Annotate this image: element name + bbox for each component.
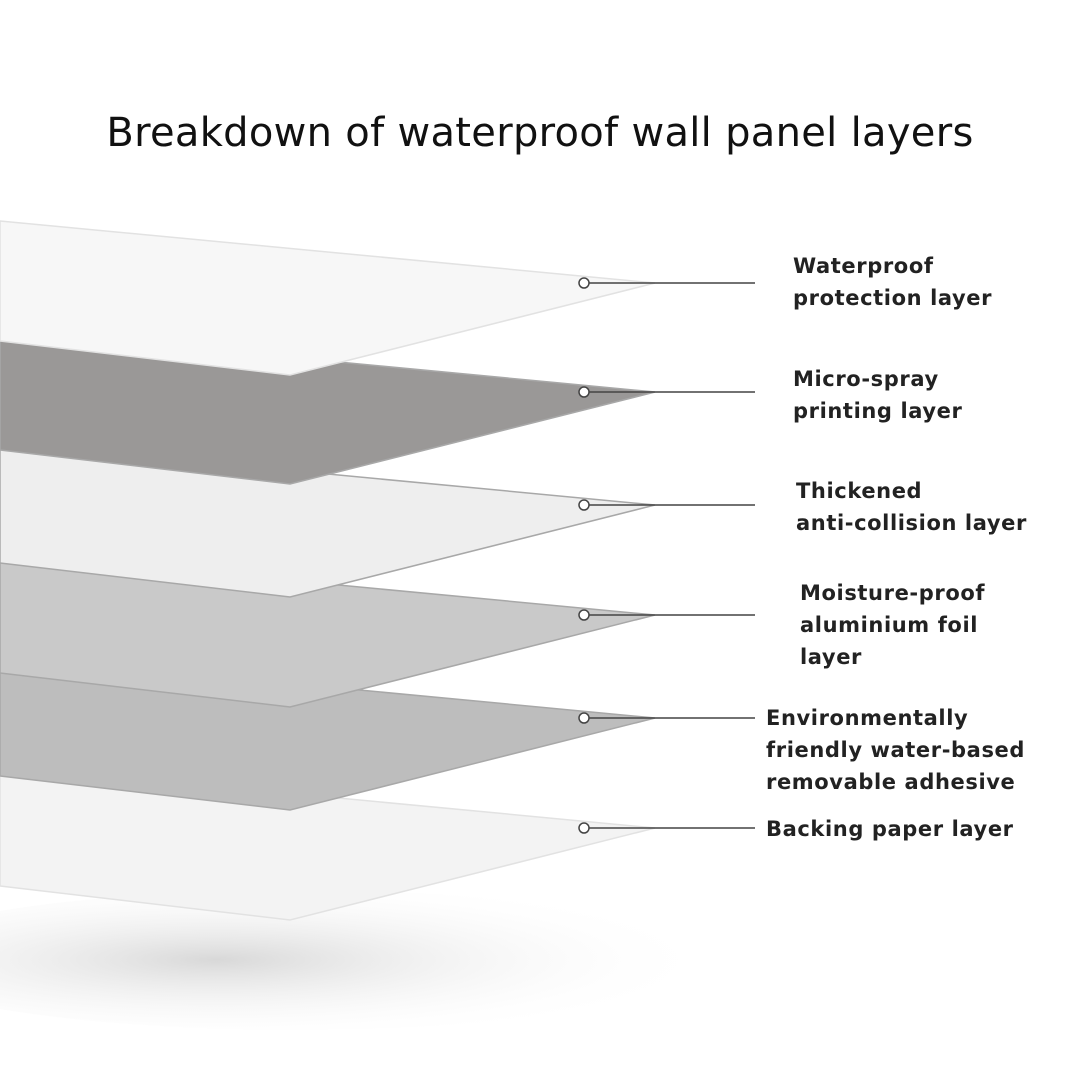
layer-panel-5 bbox=[0, 655, 656, 811]
layer-label: Backing paper layer bbox=[766, 817, 1014, 841]
diagram-title: Breakdown of waterproof wall panel layer… bbox=[106, 110, 974, 156]
layer-panel-6 bbox=[0, 765, 656, 921]
leader-dot bbox=[578, 386, 590, 398]
layer-label: Thickened anti-collision layer bbox=[796, 479, 1027, 535]
layer-panel-3 bbox=[0, 442, 656, 598]
leader-dot bbox=[578, 609, 590, 621]
layer-panel-2 bbox=[0, 329, 656, 485]
leader-dot bbox=[578, 277, 590, 289]
stack-shadow bbox=[0, 890, 720, 1030]
layer-label: Environmentally friendly water-based rem… bbox=[766, 706, 1026, 794]
layer-label: Waterproof protection layer bbox=[793, 254, 993, 310]
layer-panel-4 bbox=[0, 552, 656, 708]
layer-label: Moisture-proof aluminium foil layer bbox=[800, 581, 986, 669]
leader-dot bbox=[578, 499, 590, 511]
layer-panel-1 bbox=[0, 220, 656, 376]
leader-dot bbox=[578, 712, 590, 724]
layer-label: Micro-spray printing layer bbox=[793, 367, 963, 423]
leader-dot bbox=[578, 822, 590, 834]
